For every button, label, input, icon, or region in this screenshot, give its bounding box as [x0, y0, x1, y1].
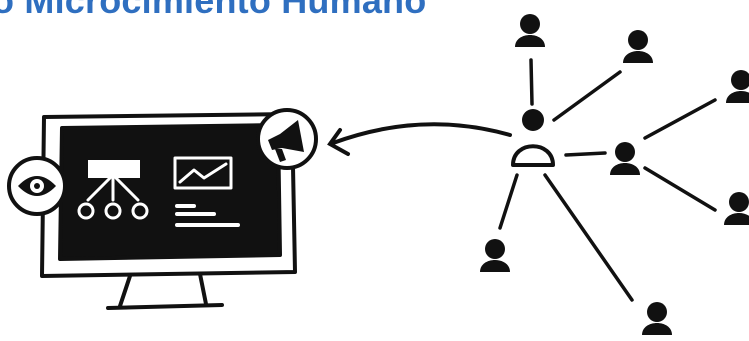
network-links [498, 58, 717, 302]
person-icon [726, 70, 749, 103]
megaphone-icon [256, 108, 318, 170]
person-icon [480, 239, 510, 272]
text-lines-icon [175, 204, 240, 227]
person-icon [515, 14, 545, 47]
person-icon [642, 302, 672, 335]
monitor-stand [106, 272, 224, 310]
person-icon [623, 30, 653, 63]
monitor-screen [58, 123, 282, 261]
line-chart-icon [173, 156, 233, 190]
person-icon [511, 109, 555, 167]
person-icon [610, 142, 640, 175]
eye-icon [7, 156, 67, 216]
person-icon [724, 192, 749, 225]
page-title: o Microcimiento Humano [0, 0, 427, 21]
org-chart-icon [77, 160, 149, 220]
arrow-icon [327, 122, 512, 156]
